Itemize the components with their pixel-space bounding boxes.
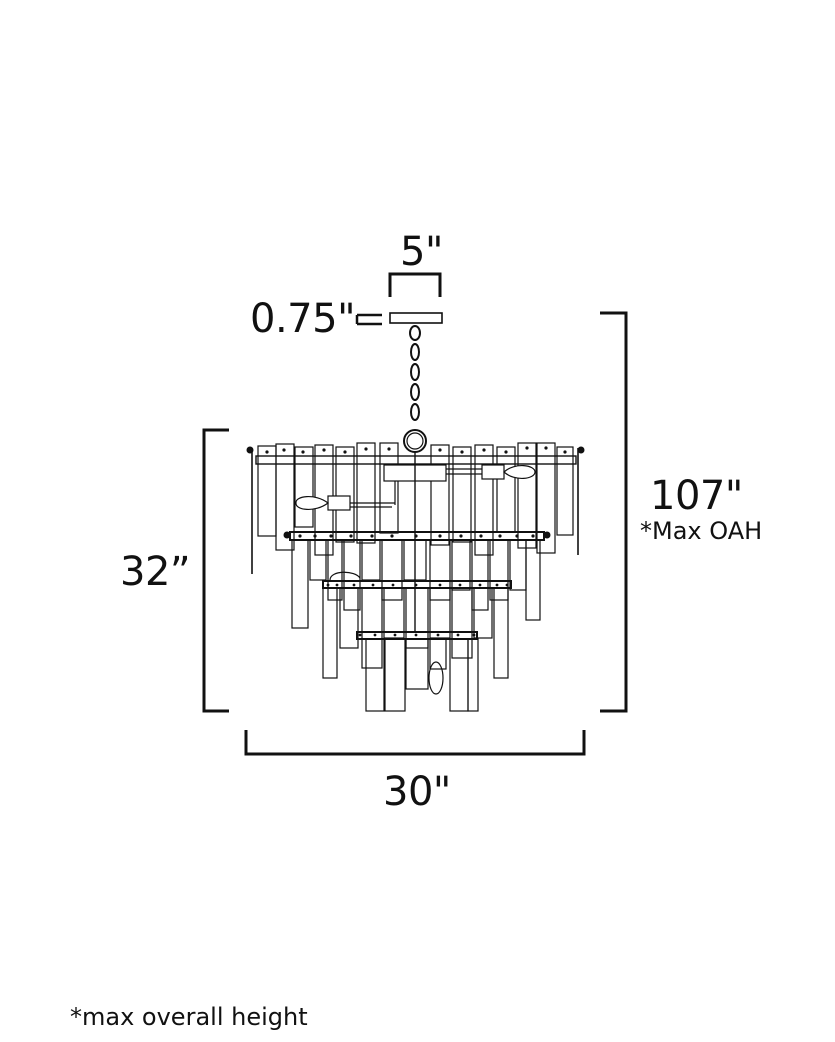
bottom-tier [356,631,479,712]
middle-tier [283,531,551,629]
fixture-width-bracket [244,730,586,756]
overall-height-bracket [600,311,628,713]
footnote: *max overall height [70,1003,308,1031]
canopy-height-marker [355,313,382,326]
canopy-width-label: 5" [400,229,443,275]
lower-tier [322,580,512,679]
overall-height-note: *Max OAH [640,517,763,545]
fixture-width-label: 30" [383,769,451,815]
canopy [389,312,443,324]
overall-height-label: 107" [650,473,743,519]
canopy-width-bracket [388,272,442,297]
fixture-height-bracket [202,428,229,713]
fixture-height-label: 32” [120,549,191,595]
chain [403,325,427,453]
canopy-height-label: 0.75" [250,296,355,342]
